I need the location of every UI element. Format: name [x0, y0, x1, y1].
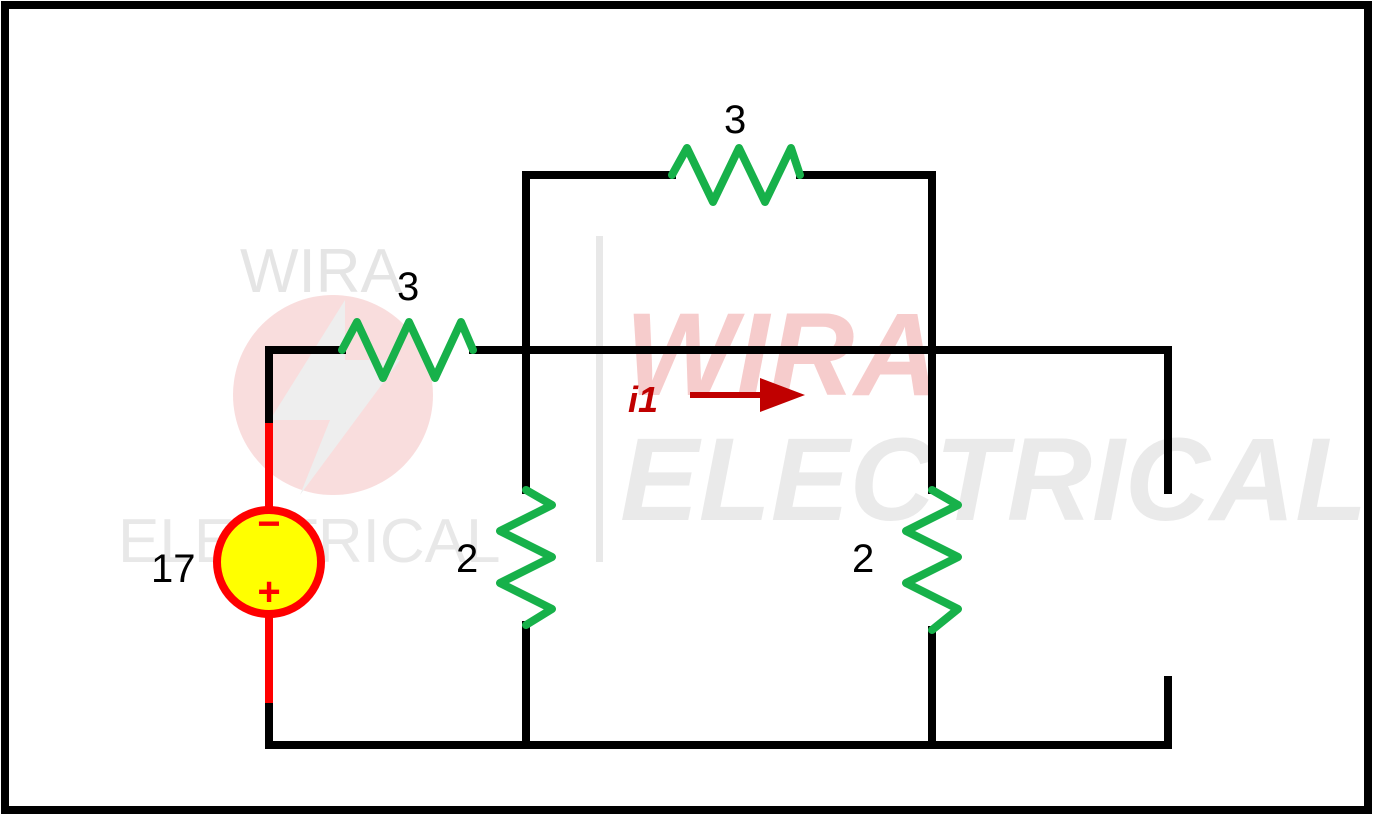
source-body: [213, 506, 325, 618]
wire-bridge-right: [796, 171, 936, 494]
watermark-right-bottom: ELECTRICAL: [620, 414, 1367, 546]
resistor-bridge-top-label: 3: [724, 98, 746, 142]
wires: [265, 171, 1172, 749]
resistors: [338, 144, 962, 634]
resistor-shunt-right: [902, 486, 962, 634]
source-value-label: 17: [151, 547, 196, 591]
resistor-shunt-left-label: 2: [456, 537, 478, 581]
voltage-source: − +: [213, 423, 325, 703]
wire-bridge-left: [522, 171, 676, 494]
resistor-shunt-right-label: 2: [852, 537, 874, 581]
watermark-bolt: [270, 300, 400, 495]
source-plus-sign: +: [257, 570, 280, 614]
wire-top-rail: [469, 346, 1172, 494]
resistor-shunt-left: [496, 486, 556, 629]
resistor-series-top-left-label: 3: [397, 265, 419, 309]
current-label: i1: [628, 379, 658, 420]
resistor-bridge-top: [668, 144, 804, 206]
watermark-left-top: WIRA: [240, 237, 403, 306]
watermark-divider: [596, 236, 603, 562]
source-minus-sign: −: [257, 502, 280, 546]
current-indicator: i1: [628, 378, 805, 420]
wire-left-top: [265, 346, 346, 427]
resistor-series-top-left: [338, 318, 477, 382]
current-arrowhead: [760, 378, 805, 412]
wire-bottom-rail: [265, 676, 1172, 749]
